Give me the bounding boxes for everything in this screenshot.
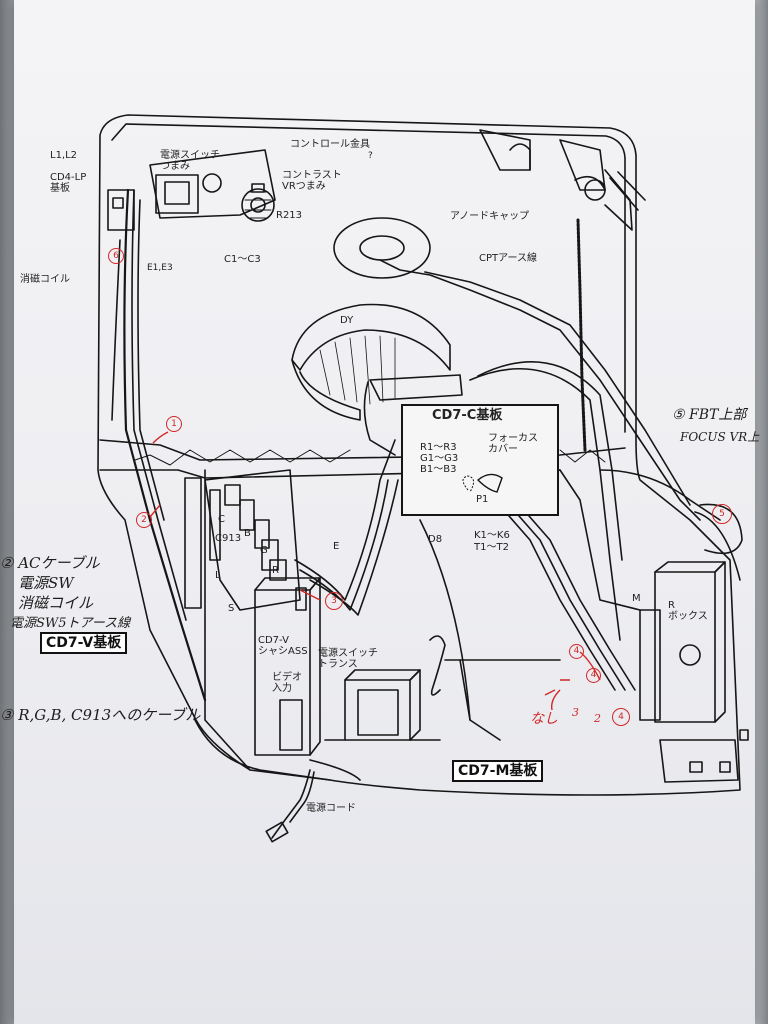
red-mark-4: 4 [612, 708, 630, 726]
red-small-2: 2 [594, 712, 601, 725]
label-cd7c-board: CD7-C基板 [432, 408, 503, 423]
label-power-switch-knob: 電源スイッチ つまみ [160, 150, 220, 172]
control-bracket-shape [149, 149, 276, 219]
cabinet-outline [97, 114, 741, 796]
note-2-line1: ② ACケーブル [0, 554, 100, 572]
red-mark-6: 6 [108, 248, 124, 264]
label-b-range: B1～B3 [420, 464, 457, 475]
label-e1e3: E1,E3 [147, 263, 173, 273]
label-r213: R213 [276, 210, 303, 221]
note-2-line3: 消磁コイル [18, 594, 94, 612]
cd7v-chassis-shape [254, 589, 311, 756]
cd7v-board-shape [204, 469, 301, 611]
label-question-mark: ? [368, 151, 373, 161]
label-r-range: R1～R3 [420, 442, 457, 453]
cd7c-board-outline [401, 404, 559, 516]
label-dy: DY [340, 315, 354, 326]
label-cpt-ground: CPTアース線 [479, 253, 538, 264]
note-nashi: なし [530, 711, 558, 727]
label-video-input: ビデオ 入力 [272, 672, 302, 694]
anode-cap-shape [333, 217, 431, 279]
label-r: R [272, 565, 279, 576]
label-anode-cap: アノードキャップ [450, 211, 530, 222]
label-power-switch-trans: 電源スイッチ トランス [318, 648, 378, 670]
label-d8: D8 [428, 534, 443, 545]
label-g: G [260, 545, 268, 556]
power-cord [271, 769, 311, 839]
label-c913: C913 [215, 533, 242, 544]
red-small-3: 3 [572, 706, 579, 719]
label-cd7v-chassis: CD7-V シャシASS [258, 635, 308, 657]
label-cd7m-board: CD7-M基板 [452, 760, 544, 782]
background-edge-right [755, 0, 768, 1024]
label-m: M [632, 593, 641, 604]
red-mark-4c: 4 [586, 668, 601, 683]
label-k-range: K1～K6 [474, 530, 510, 541]
note-5-line2: FOCUS VR上 [680, 430, 760, 444]
transformer-shape [344, 679, 411, 741]
label-s: S [228, 603, 235, 614]
background-edge-left [0, 0, 14, 1024]
label-cd4-board: CD4-LP 基板 [50, 172, 87, 194]
note-2-line2: 電源SW [18, 574, 74, 592]
label-control-bracket: コントロール金具 [290, 139, 370, 150]
paper-sheet [14, 0, 755, 1024]
red-mark-1: 1 [166, 416, 182, 432]
note-2-line4: 電源SW5トアース線 [10, 616, 131, 631]
label-c: C [218, 514, 225, 525]
label-degauss-coil: 消磁コイル [20, 274, 70, 285]
red-mark-5: 5 [712, 504, 732, 524]
label-l1l2: L1,L2 [50, 150, 78, 161]
label-e: E [333, 541, 340, 552]
label-cd7v-board: CD7-V基板 [40, 632, 128, 654]
red-mark-2: 2 [136, 512, 152, 528]
red-mark-3: 3 [325, 592, 343, 610]
r-box-shape [654, 571, 716, 723]
label-t-range: T1～T2 [474, 542, 509, 553]
label-p1: P1 [476, 494, 489, 505]
deflection-yoke [291, 303, 451, 371]
label-contrast-knob: コントラスト VRつまみ [282, 170, 342, 192]
red-mark-4b: 4 [569, 644, 584, 659]
label-focus-cover: フォーカス カバー [488, 433, 538, 455]
label-b: B [244, 528, 251, 539]
label-c1c3: C1～C3 [224, 254, 261, 265]
note-5-line1: ⑤ FBT上部 [672, 407, 747, 423]
note-3: ③ R,G,B, C913へのケーブル [0, 706, 201, 724]
label-power-cord: 電源コード [306, 803, 356, 814]
label-l: L [215, 570, 221, 581]
label-g-range: G1～G3 [420, 453, 459, 464]
label-r-box: R ボックス [668, 600, 708, 622]
